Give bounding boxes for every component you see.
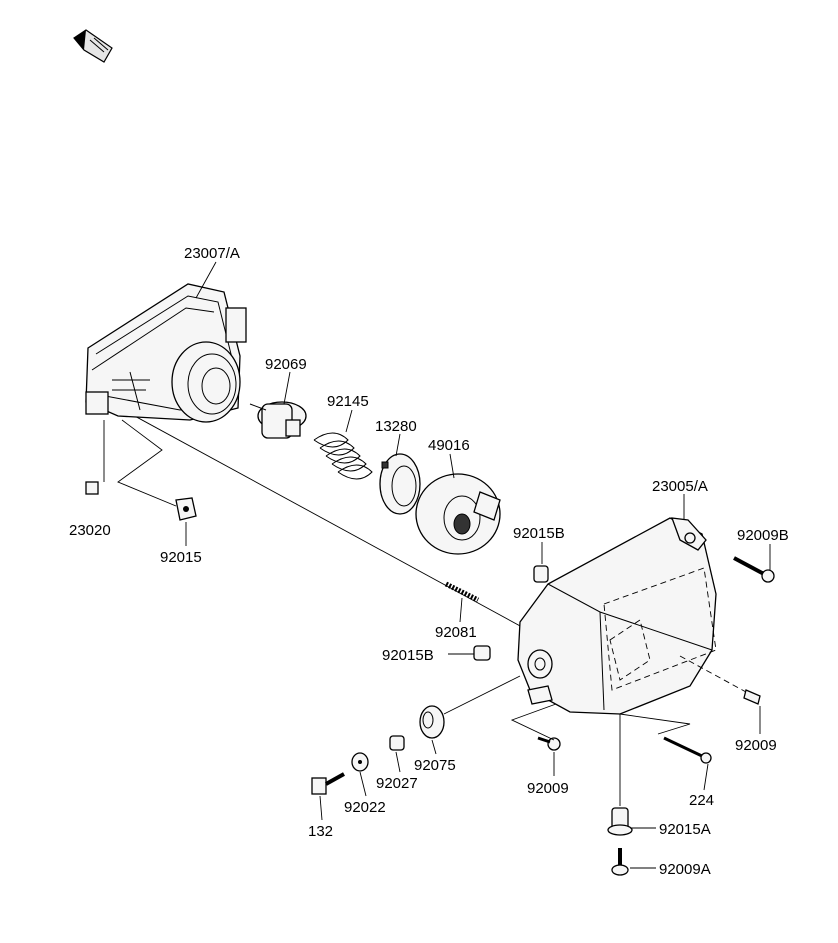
label-92027: 92027 — [376, 775, 418, 792]
adjuster-screw — [444, 581, 480, 603]
label-92015b-mid: 92015B — [382, 647, 434, 664]
grommet — [419, 675, 521, 739]
label-23005a: 23005/A — [652, 478, 708, 495]
label-92009a: 92009A — [659, 861, 711, 878]
label-49016: 49016 — [428, 437, 470, 454]
front-direction-arrow-icon — [73, 29, 113, 63]
label-92069: 92069 — [265, 356, 307, 373]
label-92081: 92081 — [435, 624, 477, 641]
screw-92009-right — [679, 655, 761, 705]
label-92015b-top: 92015B — [513, 525, 565, 542]
headlight-housing — [517, 517, 717, 715]
screw-92009-bottom — [510, 703, 561, 751]
collar-92015a — [607, 714, 633, 836]
nut-92015 — [117, 419, 197, 521]
screw-92009a — [611, 848, 629, 876]
part-labels: 23007/A 92069 92145 13280 49016 23005/A … — [69, 245, 789, 878]
collar-92015b-top — [533, 565, 549, 583]
label-13280: 13280 — [375, 418, 417, 435]
leader-lines — [185, 261, 771, 869]
label-92015: 92015 — [160, 549, 202, 566]
screw-92009b — [733, 556, 775, 583]
screw-224 — [619, 713, 712, 764]
collar-92015b-mid — [473, 645, 491, 661]
label-92075: 92075 — [414, 757, 456, 774]
collar-92027 — [389, 735, 405, 751]
label-132: 132 — [308, 823, 333, 840]
label-92009-right: 92009 — [735, 737, 777, 754]
part-23020 — [85, 420, 105, 495]
headlight-unit — [85, 283, 247, 423]
bolt-132 — [311, 772, 345, 795]
label-92009-bottom: 92009 — [527, 780, 569, 797]
label-224: 224 — [689, 792, 714, 809]
dust-cover — [415, 473, 501, 555]
label-92145: 92145 — [327, 393, 369, 410]
bulb — [249, 401, 307, 439]
spring — [313, 432, 373, 480]
washer — [351, 752, 369, 772]
label-92009b: 92009B — [737, 527, 789, 544]
label-92015a: 92015A — [659, 821, 711, 838]
label-23007a: 23007/A — [184, 245, 240, 262]
label-23020: 23020 — [69, 522, 111, 539]
retaining-ring — [379, 453, 421, 515]
label-92022: 92022 — [344, 799, 386, 816]
